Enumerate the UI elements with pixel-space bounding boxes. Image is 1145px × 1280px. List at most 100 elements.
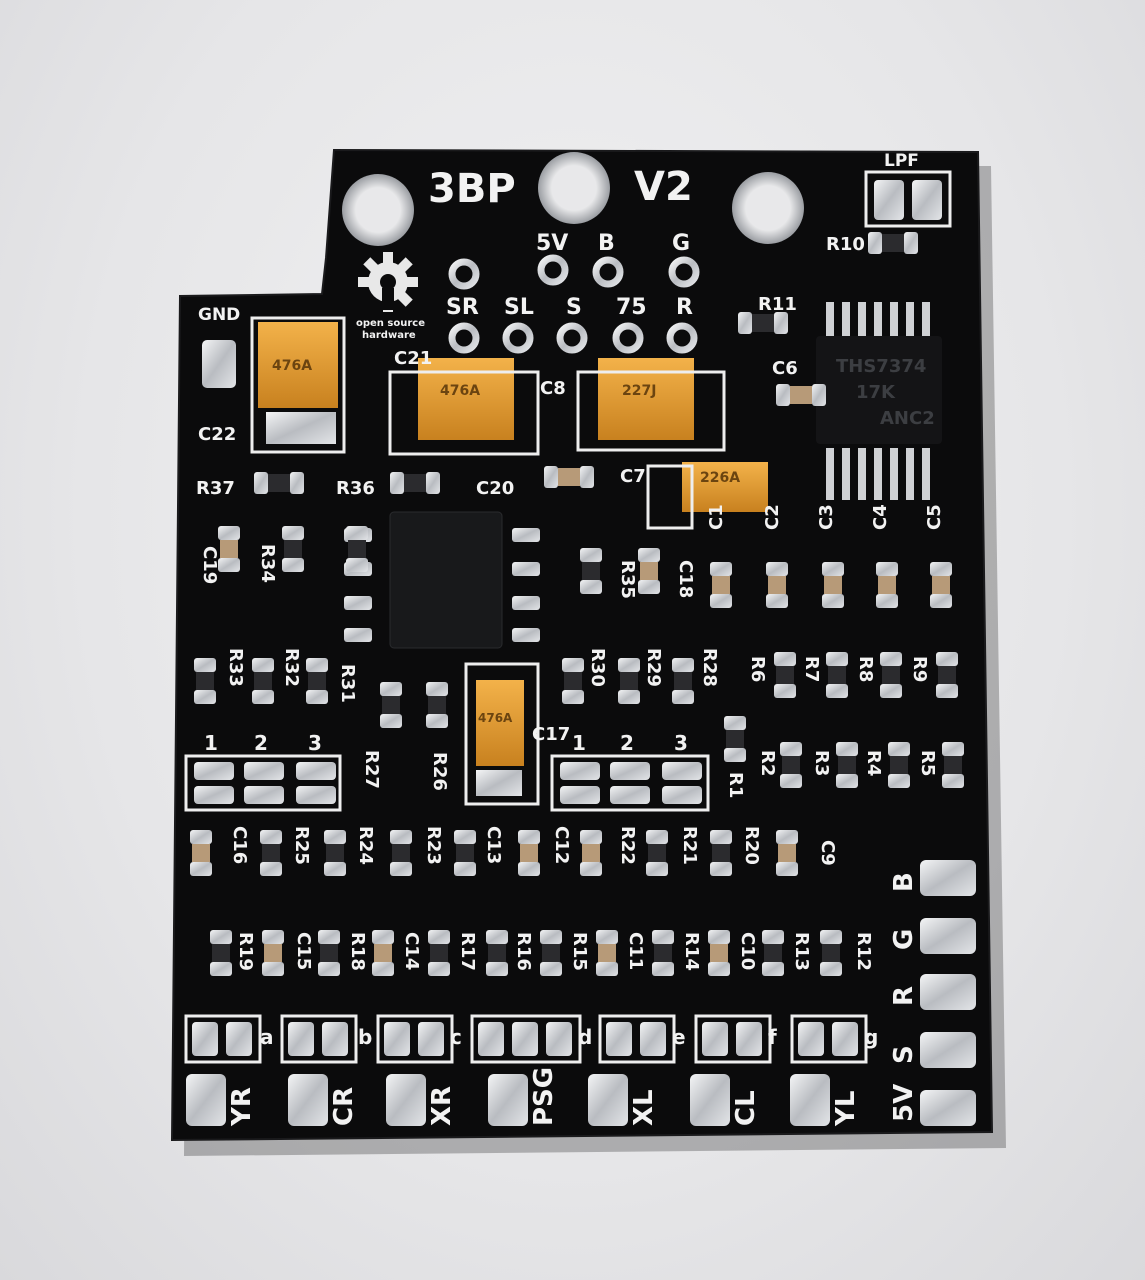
bottom-pad: CR bbox=[288, 1074, 359, 1126]
cap-marking-3: 227J bbox=[622, 383, 656, 399]
ref-designator: R24 bbox=[355, 826, 376, 865]
oshw-text-2: hardware bbox=[362, 330, 416, 341]
right-pad-label: R bbox=[889, 986, 919, 1006]
bottom-pad: PSG bbox=[488, 1067, 559, 1126]
ref-designator: R32 bbox=[281, 648, 302, 687]
ref-designator: C19 bbox=[199, 546, 220, 584]
smd-resistor bbox=[428, 930, 450, 976]
ref-designator: R11 bbox=[758, 294, 797, 315]
ref-designator: R13 bbox=[791, 932, 812, 971]
chip-line-2: 17K bbox=[856, 382, 896, 403]
smd-resistor bbox=[780, 742, 802, 788]
smd-resistor bbox=[762, 930, 784, 976]
oshw-text-1: open source bbox=[356, 318, 425, 329]
ref-designator: R20 bbox=[741, 826, 762, 865]
mounting-holes bbox=[342, 152, 804, 246]
smd-resistor bbox=[346, 526, 368, 572]
right-pad: G bbox=[889, 918, 976, 954]
ref-designator: R35 bbox=[617, 560, 638, 599]
pin-label-s: S bbox=[566, 295, 582, 320]
ref-designator: R8 bbox=[855, 656, 876, 682]
board-title-left: 3BP bbox=[428, 166, 516, 212]
smd-resistor bbox=[646, 830, 668, 876]
smd-capacitor bbox=[596, 930, 618, 976]
ref-designator: C7 bbox=[620, 466, 646, 487]
smd-capacitor bbox=[580, 830, 602, 876]
ref-designator: R27 bbox=[361, 750, 382, 789]
ref-designator: R1 bbox=[725, 772, 746, 798]
jumper-pad-pair bbox=[662, 762, 702, 804]
jumper-blocks bbox=[184, 754, 710, 812]
smd-resistor bbox=[486, 930, 508, 976]
smd-resistor bbox=[194, 658, 216, 704]
smd-capacitor bbox=[218, 526, 240, 572]
oshw-gear-icon bbox=[358, 252, 418, 312]
smd-capacitor bbox=[638, 548, 660, 594]
letter-c: c bbox=[450, 1025, 462, 1049]
ref-designator: R2 bbox=[757, 750, 778, 776]
ref-designator: C10 bbox=[737, 932, 758, 970]
jumper-pad-pair bbox=[296, 762, 336, 804]
ref-designator: R28 bbox=[699, 648, 720, 687]
ref-designator: R17 bbox=[457, 932, 478, 971]
solder-jumper bbox=[790, 1014, 868, 1064]
smd-resistor bbox=[540, 930, 562, 976]
pin-label-g: G bbox=[672, 231, 690, 256]
solder-jumper bbox=[184, 1014, 262, 1064]
bottom-pad-label: XL bbox=[629, 1089, 659, 1126]
smd-resistor bbox=[820, 930, 842, 976]
solder-jumper bbox=[376, 1014, 454, 1064]
ref-designator: C6 bbox=[772, 358, 798, 379]
ref-designator: C21 bbox=[394, 348, 432, 369]
jumper-pad-pair bbox=[610, 762, 650, 804]
cap-marking-5: 476A bbox=[478, 711, 513, 725]
right-pads: BG R S 5V bbox=[889, 860, 976, 1126]
smd-capacitor bbox=[708, 930, 730, 976]
smd-capacitor bbox=[766, 562, 788, 608]
smd-resistor bbox=[580, 548, 602, 594]
smd-resistor bbox=[710, 830, 732, 876]
ref-designator: C8 bbox=[540, 378, 566, 399]
smd-capacitor bbox=[776, 384, 826, 406]
ref-designator: R18 bbox=[347, 932, 368, 971]
solder-jumper bbox=[280, 1014, 358, 1064]
ref-designator: R36 bbox=[336, 478, 375, 499]
pin-label-sr: SR bbox=[446, 295, 479, 320]
smd-resistor bbox=[260, 830, 282, 876]
ref-designator: R37 bbox=[196, 478, 235, 499]
cap-marking-4: 226A bbox=[700, 470, 740, 486]
jumper-pads bbox=[194, 762, 702, 804]
smd-resistor bbox=[454, 830, 476, 876]
bottom-pad: XL bbox=[588, 1074, 659, 1126]
smd-resistor bbox=[562, 658, 584, 704]
ref-designator: R4 bbox=[863, 750, 884, 776]
smd-capacitor bbox=[518, 830, 540, 876]
ref-designator: R14 bbox=[681, 932, 702, 971]
smd-resistor bbox=[324, 830, 346, 876]
gnd-pad bbox=[202, 340, 236, 388]
ref-designator: R6 bbox=[747, 656, 768, 682]
ref-designator: C5 bbox=[924, 504, 945, 530]
right-pad-label: S bbox=[889, 1045, 919, 1064]
right-pad-label: 5V bbox=[889, 1084, 919, 1122]
jumper-num-5: 2 bbox=[620, 731, 634, 755]
ref-designator: R5 bbox=[917, 750, 938, 776]
smd-resistor bbox=[306, 658, 328, 704]
bottom-pad-label: CL bbox=[731, 1090, 761, 1126]
ref-designator: R22 bbox=[617, 826, 638, 865]
right-pad: B bbox=[889, 860, 976, 896]
ref-designator: R29 bbox=[643, 648, 664, 687]
ref-designator: R25 bbox=[291, 826, 312, 865]
right-pad: R bbox=[889, 974, 976, 1010]
board-title-right: V2 bbox=[634, 164, 693, 210]
jumper-num-1: 1 bbox=[204, 731, 218, 755]
ref-designator: C13 bbox=[483, 826, 504, 864]
smd-capacitor bbox=[710, 562, 732, 608]
smd-resistor bbox=[672, 658, 694, 704]
ref-designator: C4 bbox=[870, 504, 891, 530]
smd-capacitor bbox=[190, 830, 212, 876]
ref-designator: C22 bbox=[198, 424, 236, 445]
